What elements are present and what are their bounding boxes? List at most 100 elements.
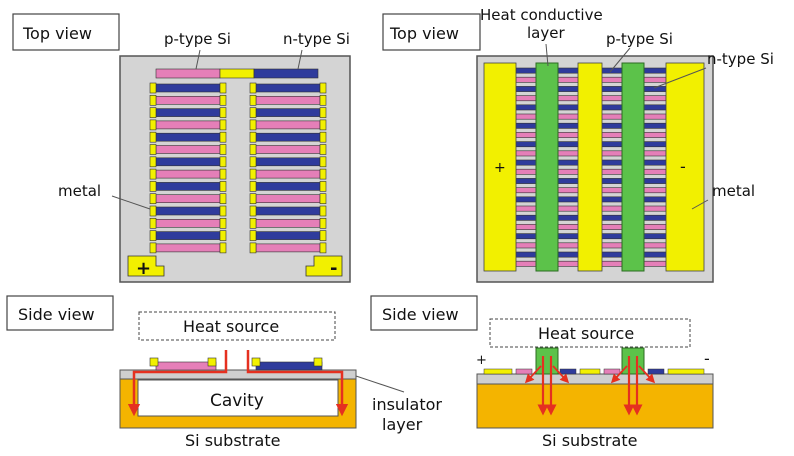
strip-n-left-col2 (255, 83, 321, 93)
side-p-right-1 (515, 368, 533, 375)
strip-end-metal (249, 218, 257, 229)
p-type-leader-right (609, 47, 631, 73)
side-metal-cap-3 (251, 357, 261, 367)
strip-end-metal (249, 242, 257, 254)
side-view-box-left (6, 295, 114, 331)
strip-end-metal (149, 230, 157, 241)
top-view-title-left: Top view (22, 24, 92, 43)
strip-end-metal (149, 107, 157, 118)
n-type-label-left: n-type Si (283, 30, 350, 48)
metal-label-left: metal (58, 182, 101, 200)
strip-end-metal (319, 168, 327, 180)
side-metal-right-1 (483, 368, 513, 375)
strip-end-metal (219, 205, 227, 217)
p-type-label-left: p-type Si (164, 30, 231, 48)
strip-end-metal (249, 193, 257, 204)
side-metal-right-2 (579, 368, 601, 375)
strip-n-left-col1 (155, 182, 221, 191)
strip-end-metal (319, 95, 327, 106)
side-view-box-right (370, 295, 478, 331)
strip-end-metal (219, 95, 227, 106)
strip-end-metal (149, 131, 157, 143)
strip-p-left-col2 (255, 194, 321, 203)
side-view-title-left: Side view (18, 305, 95, 324)
insulator-leader (355, 375, 405, 393)
heat-conductive-bar-2 (621, 62, 645, 272)
strip-end-metal (249, 82, 257, 94)
top-view-title-right: Top view (389, 24, 459, 43)
strip-p-left-col1 (155, 219, 221, 228)
metal-leader-right (691, 199, 709, 210)
n-type-leader-left (297, 49, 303, 70)
strip-p-left-col2 (255, 243, 321, 253)
strip-end-metal (319, 230, 327, 241)
strip-end-metal (319, 144, 327, 155)
minus-label-left: - (330, 258, 337, 279)
minus-terminal-pad (305, 255, 343, 277)
top-left-n-strip-top (253, 68, 319, 79)
strip-p-left-col1 (155, 145, 221, 154)
insulator-layer-label: layer (382, 415, 423, 434)
strip-end-metal (249, 205, 257, 217)
strip-end-metal (249, 131, 257, 143)
strip-end-metal (149, 95, 157, 106)
insulator-layer-right (476, 373, 714, 385)
si-substrate-label-right: Si substrate (542, 431, 637, 450)
bottom-right-panel: Side view Heat source + - Si substrate (370, 295, 714, 450)
metal-bar-plus (483, 62, 517, 272)
p-type-leader-left (195, 49, 201, 70)
side-n-type-left (255, 361, 323, 371)
strip-p-left-col1 (155, 120, 221, 130)
strip-end-metal (149, 181, 157, 192)
top-left-p-strip-top (155, 68, 221, 79)
side-heat-pillar-1 (535, 347, 559, 375)
strip-end-metal (219, 193, 227, 204)
strip-end-metal (219, 181, 227, 192)
top-left-panel: + - p-type Si n-type Si metal Top view (12, 13, 351, 283)
side-p-type-left (155, 361, 217, 371)
n-type-label-right: n-type Si (707, 50, 774, 68)
heat-path-left-1 (127, 350, 228, 417)
plus-terminal-pad (127, 255, 165, 277)
strip-end-metal (319, 107, 327, 118)
side-metal-cap-1 (149, 357, 159, 367)
side-n-right-2 (647, 368, 665, 375)
strip-end-metal (219, 156, 227, 168)
strip-end-metal (219, 82, 227, 94)
strip-end-metal (319, 242, 327, 254)
metal-label-right: metal (712, 182, 755, 200)
strip-p-left-col2 (255, 145, 321, 154)
metal-leader-left (111, 195, 151, 210)
side-p-right-2 (603, 368, 621, 375)
strip-end-metal (149, 205, 157, 217)
strip-end-metal (149, 82, 157, 94)
strip-p-left-col2 (255, 120, 321, 130)
strip-end-metal (149, 168, 157, 180)
strip-n-left-col2 (255, 132, 321, 142)
strip-end-metal (319, 193, 327, 204)
strip-end-metal (249, 95, 257, 106)
strip-n-left-col2 (255, 231, 321, 240)
strip-n-left-col1 (155, 108, 221, 117)
cavity-left (137, 379, 339, 417)
strip-n-left-col2 (255, 108, 321, 117)
side-n-right-1 (559, 368, 577, 375)
strip-end-metal (249, 119, 257, 131)
p-type-label-right: p-type Si (606, 30, 673, 48)
minus-label-right: - (680, 157, 686, 176)
si-substrate-label-left: Si substrate (185, 431, 280, 450)
strip-n-left-col2 (255, 157, 321, 167)
top-left-strips (149, 82, 327, 254)
strip-n-left-col1 (155, 132, 221, 142)
bottom-left-panel: Side view Heat source Cavity Si substrat… (6, 295, 442, 450)
strip-n-left-col1 (155, 83, 221, 93)
strip-end-metal (149, 242, 157, 254)
strip-end-metal (249, 107, 257, 118)
heat-arrow-r2-diag-l (610, 365, 628, 384)
side-minus-label: - (704, 349, 710, 368)
strip-n-left-col2 (255, 206, 321, 216)
strip-n-left-col1 (155, 206, 221, 216)
insulator-label: insulator (372, 395, 442, 414)
strip-end-metal (149, 156, 157, 168)
